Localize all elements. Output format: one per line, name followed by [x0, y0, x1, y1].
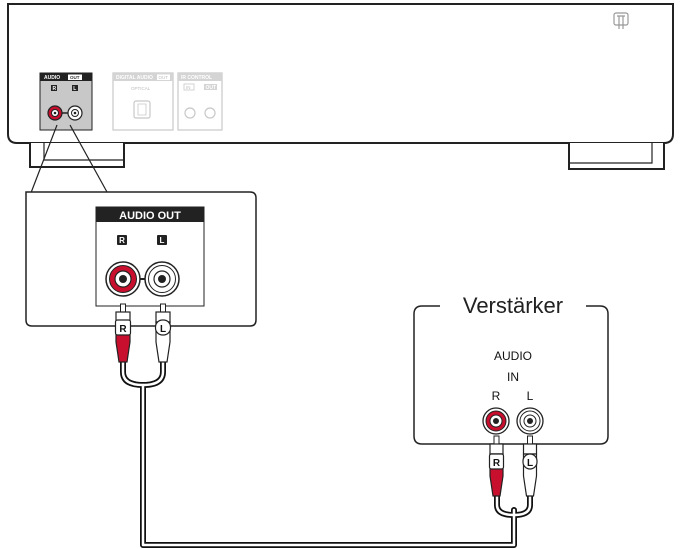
ir-out-jack-icon	[204, 107, 216, 119]
callout-channel-l: L	[160, 236, 165, 245]
amplifier-channel-l: L	[527, 389, 534, 403]
panel-ir-out: OUT	[206, 85, 217, 91]
amplifier-jack-r	[482, 407, 510, 435]
plug-l-amplifier: L	[522, 435, 538, 497]
device-foot-left	[29, 143, 125, 168]
jack-r-small	[47, 105, 63, 121]
amplifier-panel: Verstärker AUDIO IN R L	[413, 293, 609, 445]
audio-out-header: AUDIO OUT	[119, 210, 181, 222]
amplifier-input-line2: IN	[507, 370, 519, 384]
plug-r-device-label: R	[119, 324, 127, 335]
rca-cable	[120, 359, 533, 548]
brand-logo-icon	[613, 12, 629, 29]
panel-digital-badge: OUT	[159, 75, 169, 80]
panel-channel-l: L	[73, 86, 76, 92]
jack-l-small	[67, 105, 83, 121]
panel-ir-label: IR CONTROL	[181, 75, 212, 81]
panel-audio-badge: OUT	[70, 75, 80, 80]
panel-audio-label: AUDIO	[44, 75, 60, 81]
amplifier-title: Verstärker	[463, 293, 563, 318]
device-foot-right	[568, 143, 665, 170]
panel-channel-r: R	[53, 86, 57, 92]
panel-audio-out-large: AUDIO OUT R L	[95, 206, 205, 307]
panel-ir-in: IN	[186, 85, 191, 90]
plug-l-device: L	[154, 303, 172, 363]
amplifier-channel-r: R	[492, 389, 501, 403]
plug-r-amplifier-label: R	[493, 458, 501, 469]
panel-audio-out-small: AUDIO OUT R L	[39, 72, 93, 131]
panel-digital-audio: DIGITAL AUDIO OUT OPTICAL	[112, 72, 174, 131]
jack-r-large	[105, 261, 141, 297]
ir-in-jack-icon	[184, 107, 196, 119]
device-rear-panel: AUDIO OUT R L DIGITAL AUDIO	[7, 3, 674, 170]
amplifier-input-line1: AUDIO	[494, 349, 532, 363]
amplifier-jack-l	[516, 407, 544, 435]
panel-optical-label: OPTICAL	[131, 86, 151, 91]
zoom-callout: AUDIO OUT R L	[25, 124, 257, 327]
jack-l-large	[144, 261, 180, 297]
panel-digital-label: DIGITAL AUDIO	[116, 75, 153, 81]
callout-channel-r: R	[119, 236, 125, 245]
plug-l-amplifier-label: L	[527, 458, 533, 469]
plug-r-device: R	[114, 303, 132, 363]
plug-r-amplifier: R	[488, 435, 505, 497]
plug-l-device-label: L	[160, 324, 166, 335]
panel-ir-control: IR CONTROL IN OUT	[177, 72, 223, 131]
optical-port-icon	[133, 100, 151, 119]
